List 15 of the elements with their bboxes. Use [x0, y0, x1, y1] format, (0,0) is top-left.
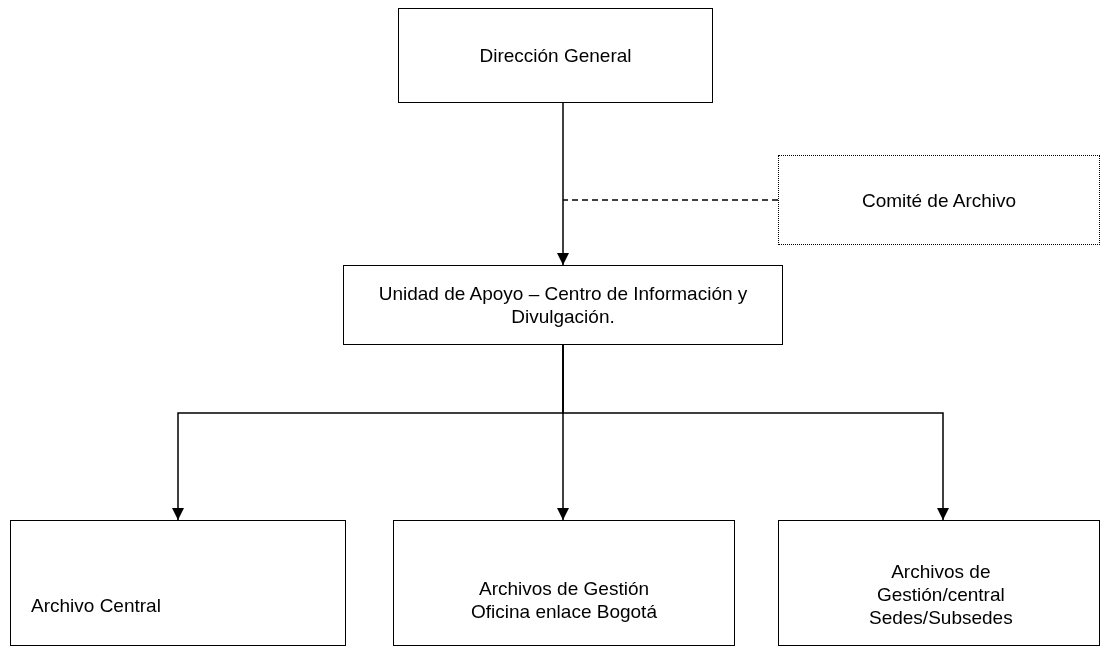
org-box [10, 520, 346, 646]
org-unit-label: Dirección General [478, 44, 633, 67]
org-unit-label: Archivos de Gestión Oficina enlace Bogotá [470, 576, 658, 623]
committee-box [778, 155, 1100, 245]
connector-line [562, 199, 779, 201]
org-unit-label: Comité de Archivo [860, 188, 1018, 212]
org-box [393, 520, 735, 646]
org-box [343, 265, 783, 345]
org-box [778, 520, 1100, 646]
arrow [562, 344, 949, 521]
org-box [398, 8, 713, 103]
org-unit-label: Archivos de Gestión/central Sedes/Subsedes [868, 559, 1014, 629]
arrow [557, 102, 569, 266]
org-unit-label: Unidad de Apoyo – Centro de Información y Divulgación. [377, 282, 749, 328]
org-unit-label: Archivo Central [30, 594, 162, 617]
